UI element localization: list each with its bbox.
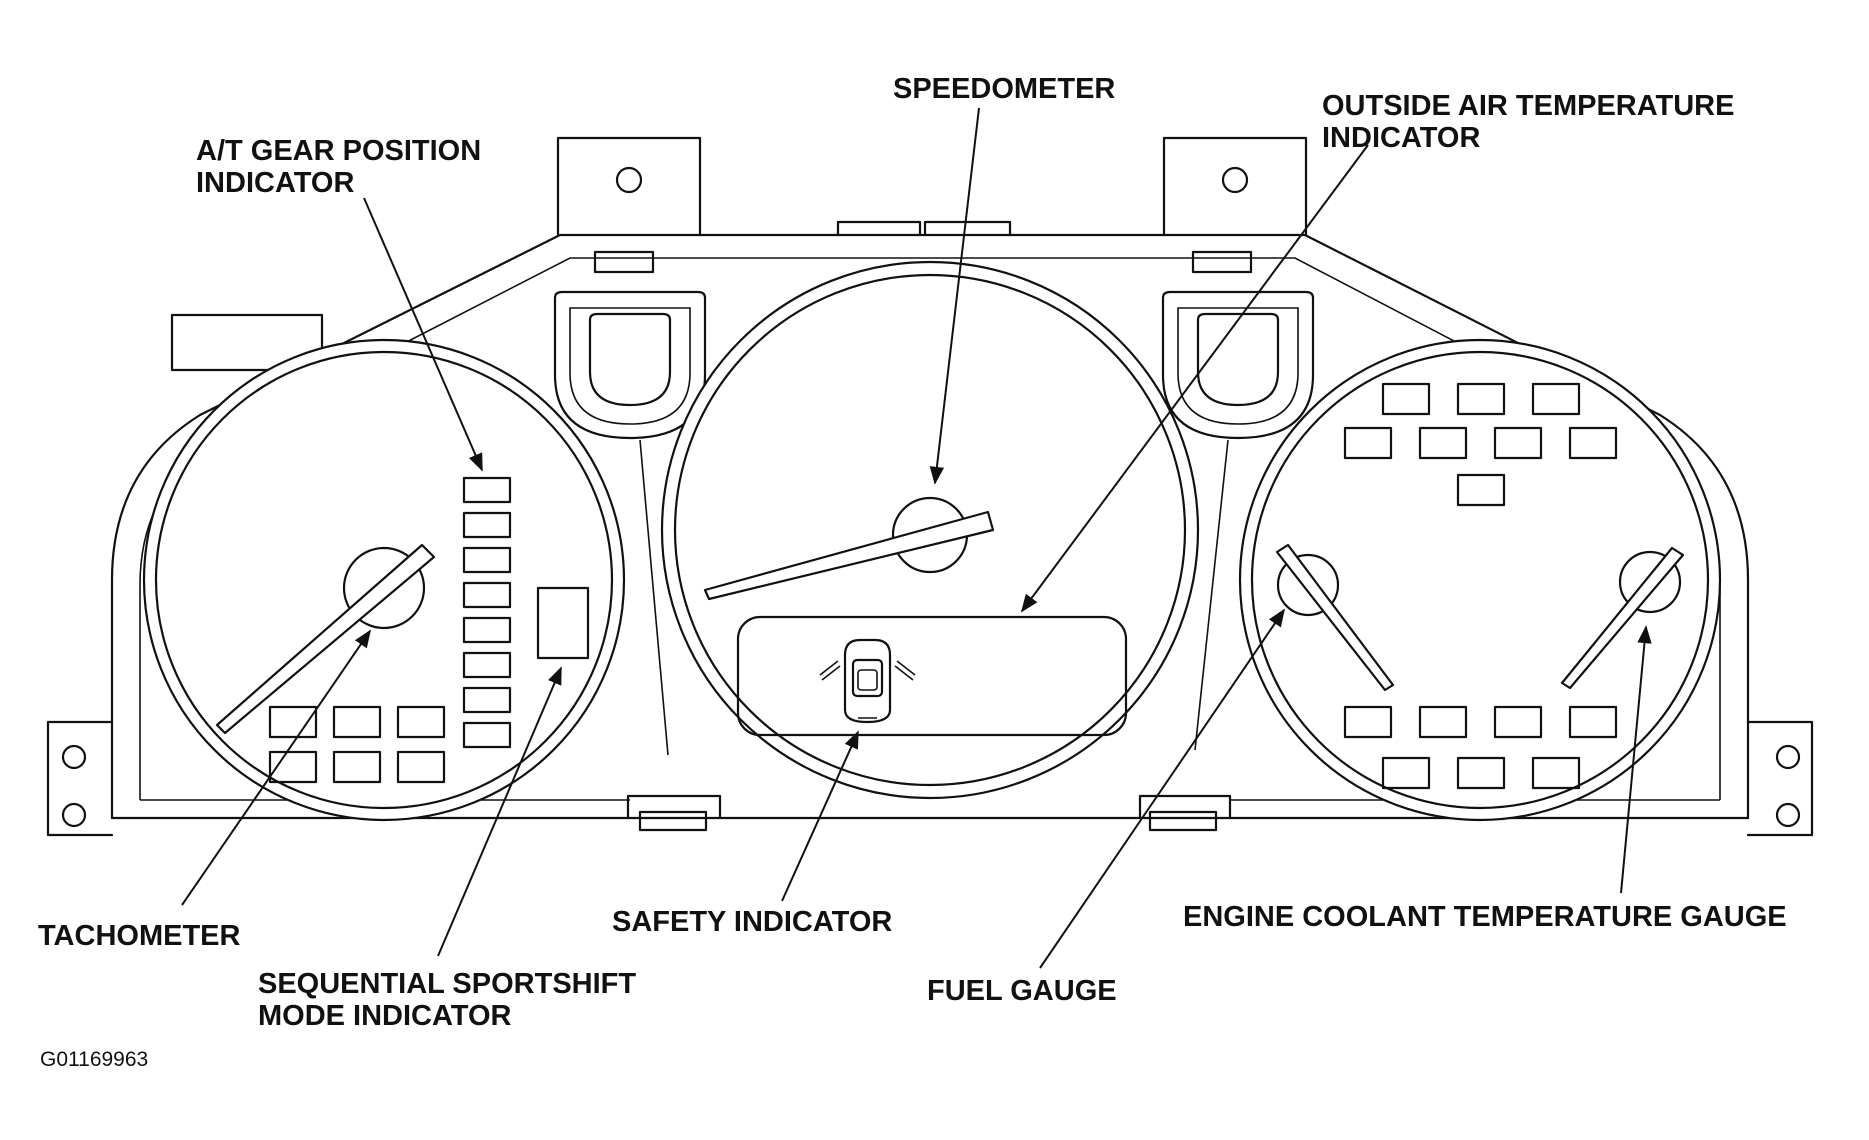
coolant-gauge-needle: [1560, 546, 1685, 690]
label-safety-indicator: SAFETY INDICATOR: [612, 906, 892, 938]
label-tachometer: TACHOMETER: [38, 920, 241, 952]
figure-code: G01169963: [40, 1048, 148, 1071]
side-mounting-tabs: [46, 720, 1814, 837]
top-mounting-brackets: [556, 136, 1308, 274]
callout-labels: SPEEDOMETER OUTSIDE AIR TEMPERATURE INDI…: [38, 73, 1787, 1071]
leader-coolant: [1620, 625, 1652, 894]
leader-speedometer: [929, 107, 980, 485]
leader-outside-air-temp: [1020, 144, 1369, 613]
rib-right: [1194, 439, 1229, 751]
label-sportshift-1: SEQUENTIAL SPORTSHIFT: [258, 968, 636, 1000]
gear-position-column: [462, 476, 512, 749]
label-speedometer: SPEEDOMETER: [893, 73, 1115, 105]
label-gear-position-2: INDICATOR: [196, 167, 354, 199]
fuel-coolant-gauge: [1238, 338, 1722, 822]
safety-indicator-lamp: [819, 638, 916, 724]
label-sportshift-2: MODE INDICATOR: [258, 1000, 512, 1032]
leader-lines: [181, 107, 1652, 969]
label-outside-air-temp-1: OUTSIDE AIR TEMPERATURE: [1322, 90, 1734, 122]
bottom-tabs: [626, 794, 1232, 832]
label-coolant-gauge: ENGINE COOLANT TEMPERATURE GAUGE: [1183, 901, 1787, 933]
leader-tachometer: [181, 629, 372, 906]
warning-light-left: [553, 290, 707, 440]
label-outside-air-temp-2: INDICATOR: [1322, 122, 1480, 154]
label-fuel-gauge: FUEL GAUGE: [927, 975, 1117, 1007]
sportshift-mode-display: [536, 586, 590, 660]
leader-sportshift: [437, 666, 562, 957]
warning-light-right: [1161, 290, 1315, 440]
speedometer-gauge: [660, 260, 1200, 800]
leader-safety: [781, 730, 859, 902]
rib-left: [639, 439, 669, 756]
tachometer-gauge: [142, 338, 626, 822]
label-gear-position-1: A/T GEAR POSITION: [196, 135, 481, 167]
connector-block: [170, 313, 324, 372]
leader-fuel: [1039, 608, 1286, 969]
leader-gear-position: [363, 197, 483, 472]
fuel-gauge-needle: [1275, 543, 1395, 692]
